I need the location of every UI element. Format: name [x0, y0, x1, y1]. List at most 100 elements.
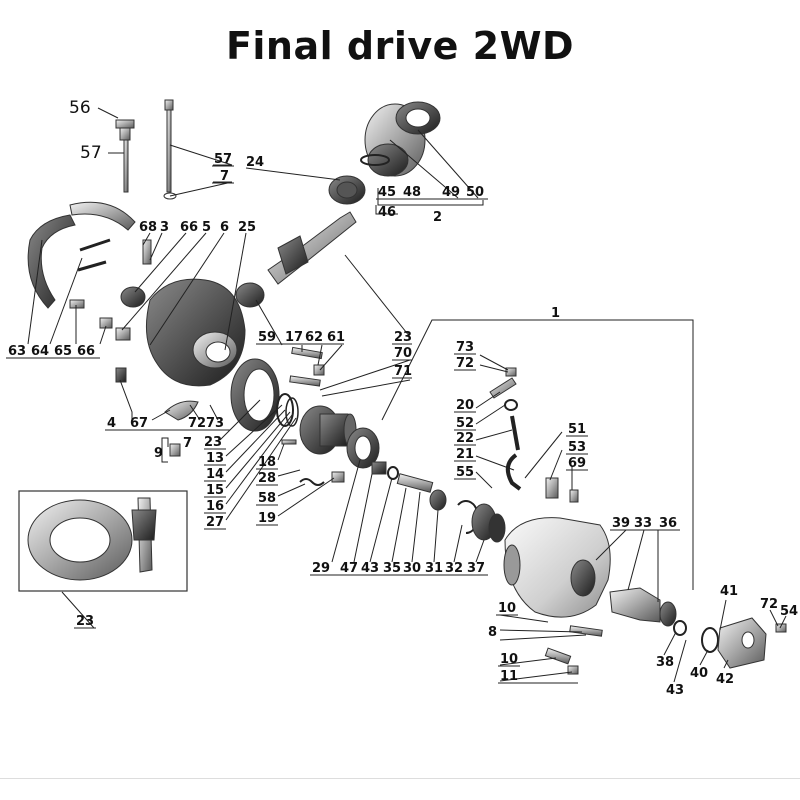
- part-53-spring: [545, 477, 559, 499]
- part-20-lever: [489, 377, 517, 399]
- part-18-pin: [281, 439, 297, 445]
- callout-9: 9: [154, 446, 163, 461]
- callout-54: 54: [780, 604, 798, 619]
- part-52-washer: [504, 399, 518, 411]
- part-47-bushing: [371, 461, 387, 475]
- part-38-washer: [673, 620, 687, 636]
- callout-2: 2: [433, 210, 442, 225]
- callout-37: 37: [467, 561, 485, 576]
- callout-14: 14: [206, 467, 224, 482]
- part-67-lever: [164, 400, 199, 421]
- part-70-pin: [289, 375, 321, 387]
- part-57-bolt: [123, 139, 129, 193]
- part-19-plug: [331, 471, 345, 483]
- callout-11: 11: [500, 669, 518, 684]
- callout-33: 33: [634, 516, 652, 531]
- callout-67: 67: [130, 416, 148, 431]
- part-pinion-shaft: [267, 211, 357, 285]
- callout-55: 55: [456, 465, 474, 480]
- callout-32: 32: [445, 561, 463, 576]
- callout-28: 28: [258, 471, 276, 486]
- callout-52: 52: [456, 416, 474, 431]
- callout-13: 13: [206, 451, 224, 466]
- callout-7b: 7: [183, 436, 192, 451]
- part-5-seal: [120, 286, 146, 308]
- callout-labels: 56 57 57 7 24 45 48 49 50 46 2 68 3 66 5…: [8, 98, 798, 698]
- callout-51: 51: [568, 422, 586, 437]
- callout-6: 6: [220, 220, 229, 235]
- callout-3: 3: [160, 220, 169, 235]
- part-58-spring: [299, 478, 325, 486]
- callout-57b: 57: [214, 152, 232, 167]
- callout-19: 19: [258, 511, 276, 526]
- callout-22: 22: [456, 431, 474, 446]
- callout-10b: 10: [500, 652, 518, 667]
- callout-29: 29: [312, 561, 330, 576]
- part-6-brake-housing: [145, 278, 246, 387]
- callout-66: 66: [180, 220, 198, 235]
- part-39-final-drive-housing: [503, 517, 611, 618]
- part-29-ring: [346, 427, 380, 469]
- callout-47: 47: [340, 561, 358, 576]
- callout-15: 15: [206, 483, 224, 498]
- callout-36: 36: [659, 516, 677, 531]
- callout-30: 30: [403, 561, 421, 576]
- part-differential-case: [299, 405, 357, 455]
- callout-73b: 73: [206, 416, 224, 431]
- part-brake-shoes: [27, 201, 136, 329]
- callout-48: 48: [403, 185, 421, 200]
- callout-68: 68: [139, 220, 157, 235]
- callout-58: 58: [258, 491, 276, 506]
- callout-23a: 23: [394, 330, 412, 345]
- callout-5: 5: [202, 220, 211, 235]
- callout-8: 8: [488, 625, 497, 640]
- bottom-divider: [0, 778, 800, 779]
- callout-72b: 72: [188, 416, 206, 431]
- callout-16: 16: [206, 499, 224, 514]
- inset-box-23: [18, 490, 188, 592]
- page-title: Final drive 2WD: [225, 24, 575, 68]
- part-54-bolt: [775, 623, 787, 633]
- callout-20: 20: [456, 398, 474, 413]
- callout-53: 53: [568, 440, 586, 455]
- part-61-bushing: [313, 364, 325, 376]
- callout-23b: 23: [204, 435, 222, 450]
- part-9-nipple: [169, 443, 181, 457]
- leader-lines: [27, 107, 787, 683]
- callout-23c: 23: [76, 614, 94, 629]
- part-36-bearing: [659, 601, 677, 627]
- part-22-fork: [510, 415, 520, 451]
- callout-64: 64: [31, 344, 49, 359]
- callout-40: 40: [690, 666, 708, 681]
- callout-38: 38: [656, 655, 674, 670]
- callout-10: 10: [498, 601, 516, 616]
- part-11-nut: [567, 665, 579, 675]
- inset-pinion: [131, 497, 157, 573]
- part-42-yoke: [717, 617, 767, 669]
- part-56-cap: [115, 119, 135, 141]
- callout-43b: 43: [666, 683, 684, 698]
- callout-4: 4: [107, 416, 116, 431]
- label-underlines: [6, 165, 680, 684]
- part-48-hub: [360, 103, 426, 177]
- part-33-output-shaft: [609, 587, 661, 623]
- callout-66b: 66: [77, 344, 95, 359]
- callout-21: 21: [456, 447, 474, 462]
- callout-42: 42: [716, 672, 734, 687]
- callout-72c: 72: [760, 597, 778, 612]
- callout-35: 35: [383, 561, 401, 576]
- callout-39: 39: [612, 516, 630, 531]
- callout-65: 65: [54, 344, 72, 359]
- part-62-pin: [291, 346, 323, 360]
- callout-43: 43: [361, 561, 379, 576]
- part-23-ring-gear: [230, 358, 280, 432]
- part-8-bolt: [569, 625, 603, 637]
- callout-72: 72: [456, 356, 474, 371]
- callout-63: 63: [8, 344, 26, 359]
- callout-17: 17: [285, 330, 303, 345]
- callout-27: 27: [206, 515, 224, 530]
- callout-73: 73: [456, 340, 474, 355]
- part-49-seal: [395, 101, 441, 135]
- callout-69: 69: [568, 456, 586, 471]
